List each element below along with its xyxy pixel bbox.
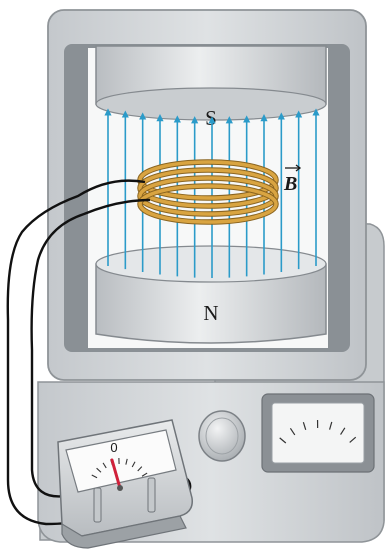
galvanometer-zero-label: 0 — [110, 440, 117, 455]
control-knob[interactable] — [199, 411, 245, 461]
galvanometer: 0 — [58, 420, 192, 548]
north-pole-piece: N — [96, 246, 326, 343]
terminal-right — [148, 478, 155, 512]
field-b-label: B — [283, 173, 297, 195]
terminal-left — [94, 488, 101, 522]
north-pole-label: N — [203, 301, 218, 325]
console-meter — [262, 394, 374, 472]
south-pole-label: S — [205, 106, 217, 130]
